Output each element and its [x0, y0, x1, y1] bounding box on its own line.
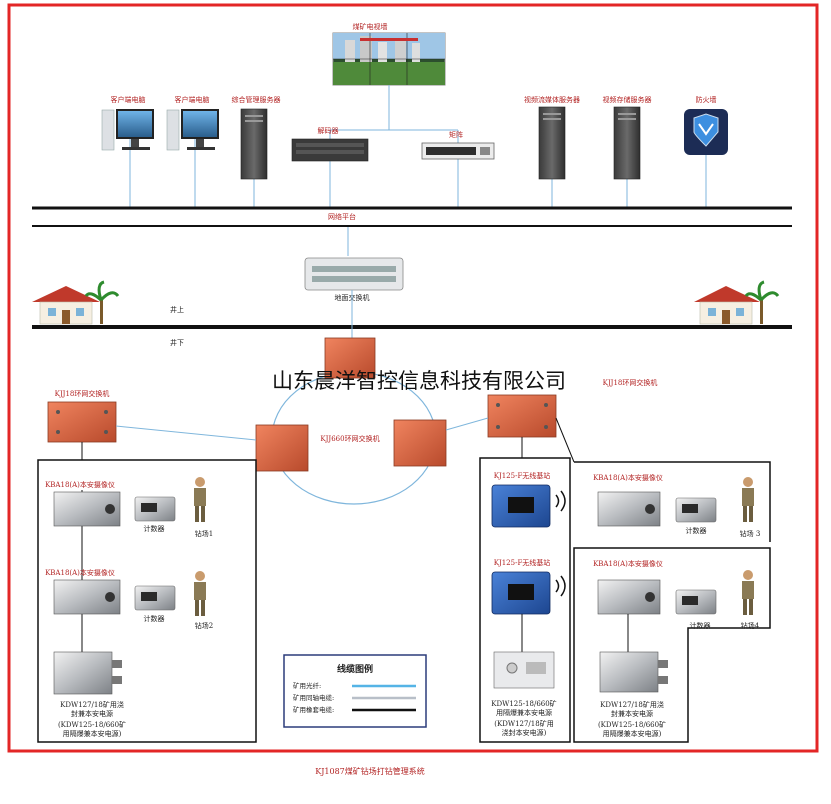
power-supply-right-b: [599, 651, 668, 693]
storage-server: [613, 106, 641, 180]
video-wall: [332, 32, 446, 86]
ring-switch-center-left: [255, 424, 309, 472]
stream-server-label: 视频流媒体服务器: [524, 95, 580, 104]
right-camera-frame: [573, 461, 771, 743]
counter-3-label: 计数器: [686, 526, 707, 535]
ring-switch-center-right: [393, 419, 447, 467]
level-below-label: 井下: [170, 338, 184, 347]
counter-1-label: 计数器: [144, 524, 165, 533]
outer-frame: [7, 3, 819, 753]
worker-1-icon: [194, 477, 206, 522]
counter-3: [675, 497, 717, 523]
camera-4-label: KBA18(A)本安摄像仪: [593, 559, 663, 568]
power-supply-right-a: [493, 651, 555, 689]
house-left-icon: [32, 280, 120, 325]
camera-2-label: KBA18(A)本安摄像仪: [45, 568, 115, 577]
ground-switch: [304, 257, 404, 291]
ring-switch-left: [47, 401, 117, 443]
matrix: [421, 142, 495, 160]
client-pc-1-label: 客户端电脑: [111, 95, 146, 104]
stream-server: [538, 106, 566, 180]
camera-3: [597, 491, 661, 527]
worker-2-icon: [194, 571, 206, 616]
right-base-station-frame: [479, 457, 571, 743]
company-name: 山东晨洋智控信息科技有限公司: [272, 369, 566, 393]
counter-2: [134, 585, 176, 611]
base-station-2: [491, 571, 566, 615]
right-camera-link: [555, 417, 575, 463]
power-right-a-line-4: 浇封本安电源): [502, 728, 547, 737]
power-right-b-line-3: (KDW125-18/660矿: [598, 720, 666, 729]
power-right-a-line-3: (KDW127/18矿用: [494, 719, 553, 728]
counter-4: [675, 589, 717, 615]
worker-4-label: 钻场4: [741, 621, 760, 630]
management-server: [240, 108, 268, 180]
ring-side-links: [115, 417, 489, 441]
legend-title: 线缆图例: [337, 663, 373, 675]
worker-4-icon: [742, 570, 754, 615]
legend-box: [283, 654, 427, 728]
power-left-line-2: 封兼本安电源: [71, 709, 113, 718]
power-left-line-3: (KDW125-18/660矿: [58, 720, 126, 729]
ring-switch-top: [324, 337, 376, 379]
client-pc-2-label: 客户端电脑: [175, 95, 210, 104]
management-server-label: 综合管理服务器: [232, 95, 281, 104]
ring-switch-right: [487, 394, 557, 438]
worker-1-label: 钻场1: [195, 529, 213, 538]
counter-1: [134, 496, 176, 522]
level-above-label: 井上: [170, 305, 184, 314]
legend-item-2-label: 矿用同轴电缆:: [293, 693, 334, 702]
video-wall-label: 煤矿电视墙: [353, 22, 388, 31]
camera-3-label: KBA18(A)本安摄像仪: [593, 473, 663, 482]
house-right-icon: [694, 280, 780, 325]
counter-4-label: 计数器: [690, 621, 711, 630]
camera-2: [53, 579, 121, 615]
ring-switch-center-label: KJJ660环网交换机: [320, 434, 379, 443]
left-column-frame: [37, 459, 257, 743]
legend-item-3-label: 矿用橡套电缆:: [293, 705, 334, 714]
base-station-1: [491, 484, 566, 528]
network-platform-label: 网络平台: [328, 212, 356, 221]
power-left-line-1: KDW127/18矿用浇: [60, 700, 124, 709]
power-right-a-line-2: 用隔爆兼本安电源: [496, 708, 552, 717]
worker-2-label: 钻场2: [195, 621, 213, 630]
decoder: [291, 138, 369, 162]
firewall-icon: [684, 109, 728, 155]
worker-3-icon: [742, 477, 754, 522]
ring-switch-left-label: KJJ18环网交换机: [55, 389, 110, 398]
base-station-2-label: KJ125-F无线基站: [494, 558, 551, 567]
base-station-1-label: KJ125-F无线基站: [494, 471, 551, 480]
client-pc-2: [166, 109, 219, 151]
decoder-label: 解码器: [318, 126, 339, 135]
power-right-a-line-1: KDW125-18/660矿: [491, 699, 556, 708]
power-left-line-4: 用隔爆兼本安电源): [63, 729, 122, 738]
diagram-caption: KJ1087煤矿钻场打钻管理系统: [315, 766, 425, 776]
client-pc-1: [101, 109, 154, 151]
power-right-b-line-2: 封兼本安电源: [611, 709, 653, 718]
storage-server-label: 视频存储服务器: [603, 95, 652, 104]
worker-3-label: 钻场 3: [740, 529, 761, 538]
power-supply-left: [53, 651, 122, 695]
matrix-label: 矩阵: [449, 130, 463, 139]
camera-1: [53, 491, 121, 527]
camera-1-label: KBA18(A)本安摄像仪: [45, 480, 115, 489]
ring-switch-right-label: KJJ18环网交换机: [603, 378, 658, 387]
legend-item-1-label: 矿用光纤:: [293, 681, 321, 690]
camera-4: [597, 579, 661, 615]
firewall-label: 防火墙: [696, 95, 717, 104]
power-right-b-line-4: 用隔爆兼本安电源): [603, 729, 662, 738]
counter-2-label: 计数器: [144, 614, 165, 623]
power-right-b-line-1: KDW127/18矿用浇: [600, 700, 664, 709]
